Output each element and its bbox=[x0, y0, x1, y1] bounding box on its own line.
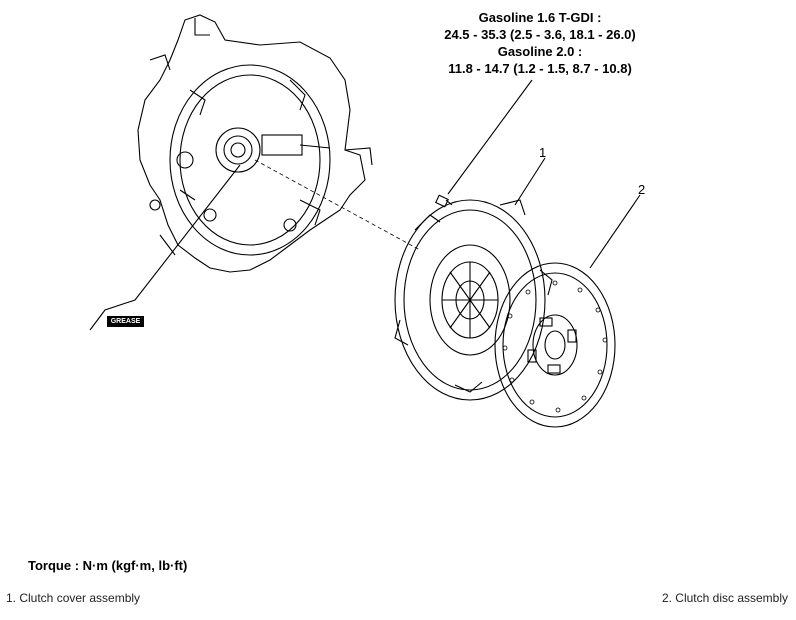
clutch-cover-assembly bbox=[394, 199, 553, 401]
callout-2: 2 bbox=[638, 182, 646, 197]
spec-line-2: 24.5 - 35.3 (2.5 - 3.6, 18.1 - 26.0) bbox=[444, 27, 636, 42]
bell-housing bbox=[169, 64, 331, 256]
spec-line-3: Gasoline 2.0 : bbox=[497, 44, 583, 59]
grease-label: GREASE bbox=[107, 316, 144, 327]
spec-line-1: Gasoline 1.6 T-GDI : bbox=[478, 10, 602, 25]
callout-1: 1 bbox=[539, 145, 547, 160]
clutch-disc-assembly bbox=[494, 262, 616, 428]
transmission-housing bbox=[137, 14, 366, 273]
legend-item-2: 2. Clutch disc assembly bbox=[661, 591, 788, 605]
spec-line-4: 11.8 - 14.7 (1.2 - 1.5, 8.7 - 10.8) bbox=[448, 61, 632, 76]
input-shaft bbox=[215, 127, 261, 173]
torque-unit-note: Torque : N·m (kgf·m, lb·ft) bbox=[28, 558, 188, 573]
grease-leader bbox=[89, 164, 241, 331]
legend-item-1: 1. Clutch cover assembly bbox=[6, 591, 141, 605]
bolt bbox=[435, 194, 453, 208]
torque-spec: Gasoline 1.6 T-GDI : 24.5 - 35.3 (2.5 - … bbox=[405, 9, 675, 77]
